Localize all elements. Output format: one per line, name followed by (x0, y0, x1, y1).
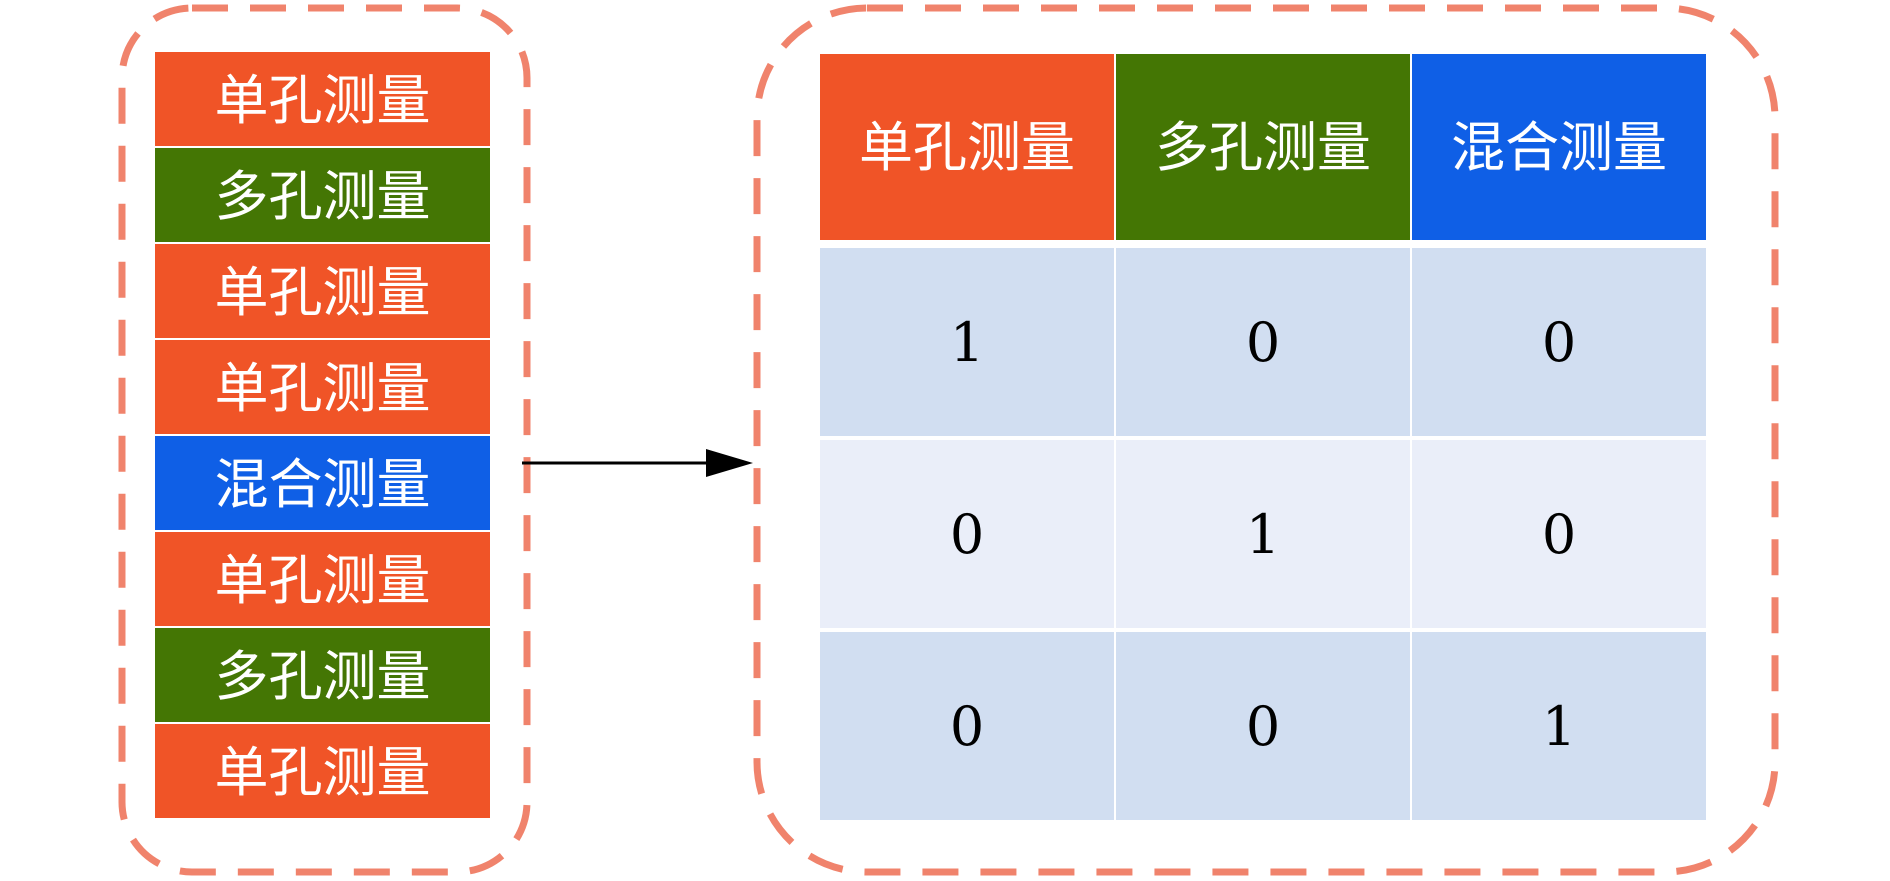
list-item: 单孔测量 (155, 724, 490, 818)
list-item: 单孔测量 (155, 52, 490, 146)
header-label: 单孔测量 (859, 116, 1075, 179)
cell-value: 0 (950, 503, 984, 566)
table-cell: 0 (1116, 632, 1410, 820)
list-item-label: 单孔测量 (215, 741, 431, 804)
list-frame (118, 4, 531, 876)
table-cell: 1 (820, 248, 1114, 436)
list-item: 单孔测量 (155, 244, 490, 338)
list-item-bg (155, 724, 490, 818)
cell-bg (820, 440, 1114, 628)
list-item-bg (155, 340, 490, 434)
table-frame (753, 4, 1779, 876)
cell-value: 0 (1246, 695, 1280, 758)
list-item: 多孔测量 (155, 628, 490, 722)
list-item: 混合测量 (155, 436, 490, 530)
list-item-label: 混合测量 (215, 453, 431, 516)
list-item-bg (155, 436, 490, 530)
transform-arrow (522, 449, 753, 477)
list-item-label: 多孔测量 (215, 645, 431, 708)
cell-value: 1 (1542, 695, 1576, 758)
cell-value: 0 (950, 695, 984, 758)
table-header-cell: 多孔测量 (1116, 54, 1410, 240)
list-item-bg (155, 628, 490, 722)
header-label: 多孔测量 (1155, 116, 1371, 179)
list-item-bg (155, 244, 490, 338)
cell-bg (820, 632, 1114, 820)
list-item-label: 单孔测量 (215, 261, 431, 324)
list-item-label: 单孔测量 (215, 549, 431, 612)
cell-bg (1412, 440, 1706, 628)
header-bg (820, 54, 1114, 240)
cell-value: 0 (1542, 311, 1576, 374)
header-bg (1116, 54, 1410, 240)
cell-bg (1116, 632, 1410, 820)
list-item-bg (155, 148, 490, 242)
header-bg (1412, 54, 1706, 240)
table-cell: 0 (1412, 248, 1706, 436)
cell-value: 1 (1246, 503, 1280, 566)
table-cell: 0 (1116, 248, 1410, 436)
list-item-label: 单孔测量 (215, 357, 431, 420)
list-item: 单孔测量 (155, 532, 490, 626)
cell-bg (1412, 248, 1706, 436)
one-hot-table: 单孔测量 多孔测量 混合测量 1 0 0 0 1 0 0 0 1 (820, 54, 1706, 820)
list-item-label: 多孔测量 (215, 165, 431, 228)
table-cell: 1 (1412, 632, 1706, 820)
table-header-cell: 混合测量 (1412, 54, 1706, 240)
cell-bg (1116, 248, 1410, 436)
list-item: 单孔测量 (155, 340, 490, 434)
cell-value: 0 (1542, 503, 1576, 566)
header-label: 混合测量 (1451, 116, 1667, 179)
table-header-cell: 单孔测量 (820, 54, 1114, 240)
cell-value: 1 (950, 311, 984, 374)
table-cell: 0 (820, 440, 1114, 628)
list-item-bg (155, 52, 490, 146)
list-item-label: 单孔测量 (215, 69, 431, 132)
cell-bg (820, 248, 1114, 436)
cell-bg (1116, 440, 1410, 628)
list-item-bg (155, 532, 490, 626)
table-cell: 0 (1412, 440, 1706, 628)
table-cell: 1 (1116, 440, 1410, 628)
table-cell: 0 (820, 632, 1114, 820)
cell-bg (1412, 632, 1706, 820)
list-item: 多孔测量 (155, 148, 490, 242)
cell-value: 0 (1246, 311, 1280, 374)
